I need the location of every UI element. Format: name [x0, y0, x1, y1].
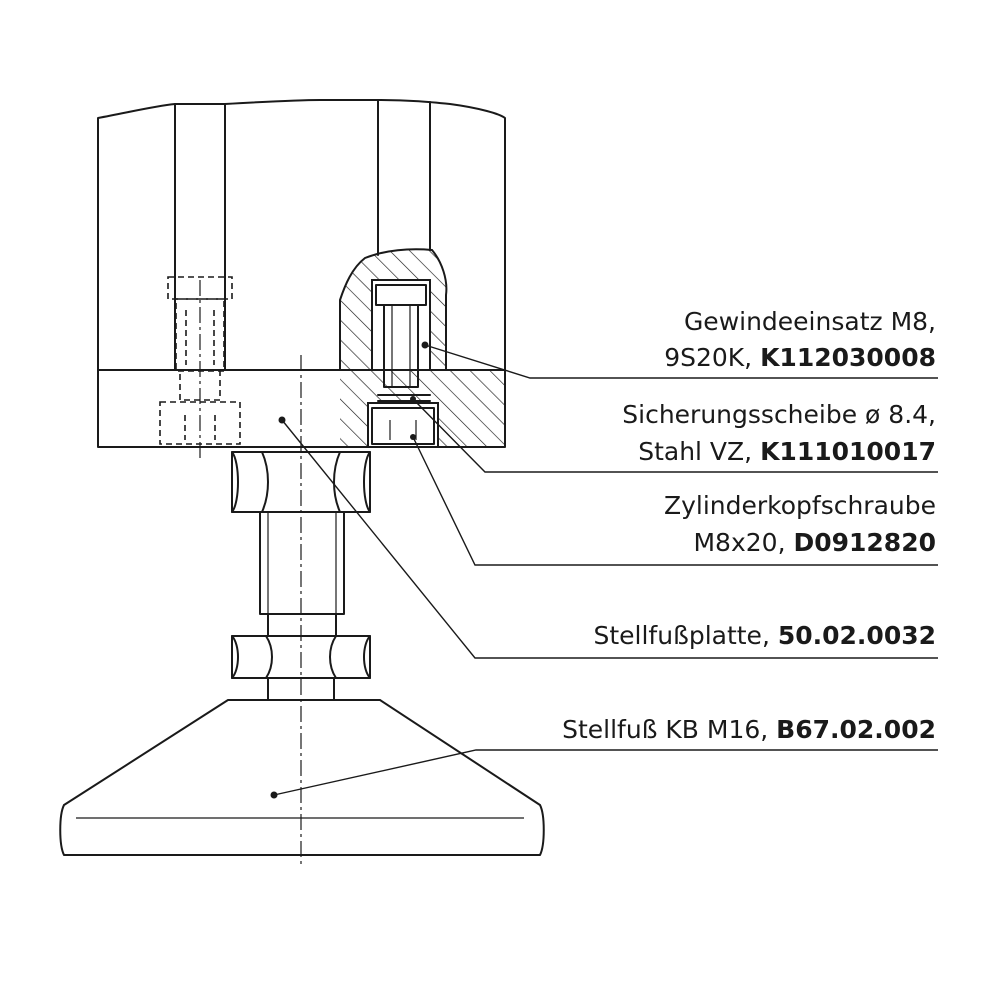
hidden-insert-left	[159, 276, 241, 460]
label-thread-insert-line2: 9S20K, K112030008	[664, 343, 936, 372]
section-hatching	[339, 248, 505, 448]
threaded-rod	[259, 511, 345, 637]
label-cap-screw-line2: M8x20, D0912820	[693, 528, 936, 557]
label-foot-plate: Stellfußplatte, 50.02.0032	[593, 621, 936, 650]
callout-labels: Gewindeeinsatz M8, 9S20K, K112030008 Sic…	[562, 307, 936, 744]
label-thread-insert-line1: Gewindeeinsatz M8,	[684, 307, 936, 336]
label-washer-line2: Stahl VZ, K111010017	[638, 437, 936, 466]
label-cap-screw-line1: Zylinderkopfschraube	[664, 491, 936, 520]
label-washer-line1: Sicherungsscheibe ø 8.4,	[622, 400, 936, 429]
label-leveling-foot: Stellfuß KB M16, B67.02.002	[562, 715, 936, 744]
thread-insert-right	[371, 284, 435, 445]
leader-lines	[270, 341, 938, 799]
lower-hex-nut	[231, 635, 371, 701]
aluminium-profile	[97, 99, 506, 371]
upper-hex-nut	[231, 451, 371, 513]
leveling-foot-base	[59, 699, 545, 856]
